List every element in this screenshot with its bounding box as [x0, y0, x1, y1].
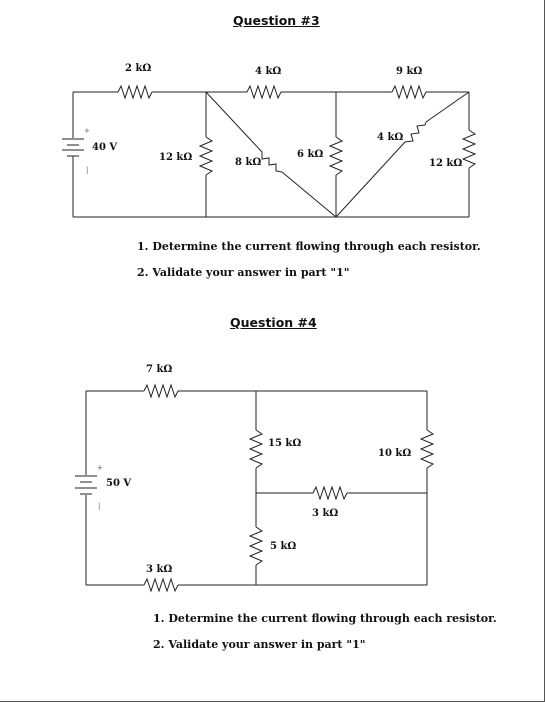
resistor-12k-left-zigzag: [198, 136, 214, 176]
label-7k: 7 kΩ: [146, 364, 172, 375]
label-15k: 15 kΩ: [268, 438, 301, 449]
q3-task-1: 1. Determine the current flowing through…: [137, 240, 481, 253]
q4-task-1: 1. Determine the current flowing through…: [153, 612, 497, 625]
label-9k: 9 kΩ: [396, 66, 422, 77]
question-4-title: Question #4: [230, 315, 317, 330]
label-12k-right: 12 kΩ: [429, 158, 462, 169]
minus-sign-q4: |: [98, 502, 100, 510]
q3-task-2: 2. Validate your answer in part "1": [137, 266, 350, 279]
source-label-40v: 40 V: [92, 142, 117, 153]
label-3k-bottom: 3 kΩ: [146, 564, 172, 575]
label-6k: 6 kΩ: [297, 149, 323, 160]
resistor-15k-zigzag: [248, 429, 264, 469]
resistor-8k-zigzag: [261, 152, 283, 173]
label-3k-mid: 3 kΩ: [312, 508, 338, 519]
question-3-title: Question #3: [233, 13, 320, 28]
resistor-7k-zigzag: [143, 383, 179, 399]
source-label-50v: 50 V: [106, 478, 131, 489]
label-4k-diag: 4 kΩ: [377, 132, 403, 143]
label-12k-left: 12 kΩ: [159, 152, 192, 163]
label-4k-top: 4 kΩ: [255, 66, 281, 77]
label-10k: 10 kΩ: [378, 448, 411, 459]
question-3-circuit: + | 40 V 2 kΩ 4 kΩ 9 kΩ 12 kΩ 8 kΩ 6 kΩ …: [62, 63, 477, 218]
plus-sign-q4: +: [97, 464, 103, 472]
resistor-10k-zigzag: [419, 429, 435, 469]
resistor-4k-diag-zigzag: [404, 121, 427, 143]
resistor-2k-zigzag: [117, 84, 153, 100]
label-2k: 2 kΩ: [125, 63, 151, 74]
label-8k: 8 kΩ: [235, 157, 261, 168]
resistor-5k-zigzag: [248, 526, 264, 566]
resistor-4k-top-zigzag: [246, 84, 282, 100]
resistor-12k-right-zigzag: [461, 129, 477, 169]
resistor-3k-bottom-zigzag: [143, 577, 179, 593]
resistor-3k-mid-zigzag: [312, 485, 348, 501]
resistor-9k-zigzag: [391, 84, 427, 100]
minus-sign-q3: |: [86, 166, 88, 174]
plus-sign-q3: +: [84, 127, 90, 135]
label-5k: 5 kΩ: [270, 541, 296, 552]
resistor-6k-zigzag: [328, 136, 344, 176]
q4-task-2: 2. Validate your answer in part "1": [153, 638, 366, 651]
